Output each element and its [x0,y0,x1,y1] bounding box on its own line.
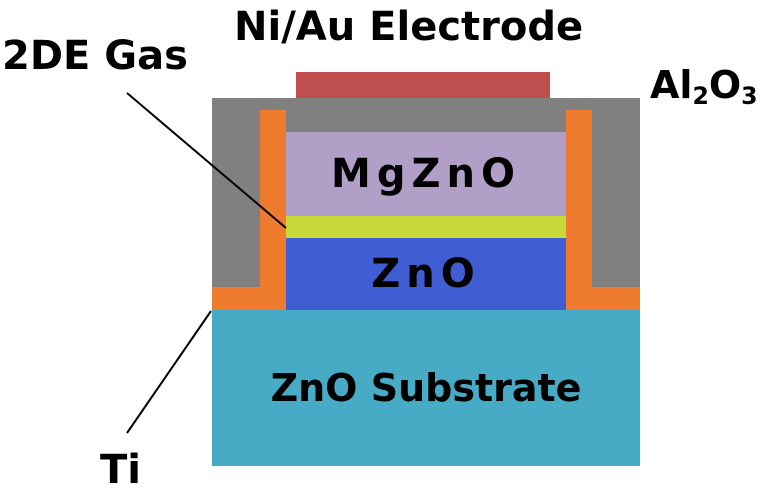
substrate-label: ZnO Substrate [270,366,582,410]
two-deg-label: 2DE Gas [2,33,188,79]
two-deg-layer [286,216,566,238]
zno-layer: ZnO [286,238,566,310]
mgzno-layer: MgZnO [286,132,566,216]
ti-leader-line [126,310,212,434]
ti-left-vertical [260,110,286,310]
ti-right-bottom [566,287,640,310]
ti-right-vertical [566,110,592,310]
ni-au-electrode-layer [296,72,550,98]
al2o3-label: Al2O3 [650,63,758,110]
zno-substrate-layer: ZnO Substrate [212,310,640,466]
zno-label: ZnO [371,251,481,297]
electrode-label: Ni/Au Electrode [234,4,584,50]
mgzno-label: MgZnO [331,151,521,197]
ti-label: Ti [100,447,141,493]
ti-left-bottom [212,287,286,310]
